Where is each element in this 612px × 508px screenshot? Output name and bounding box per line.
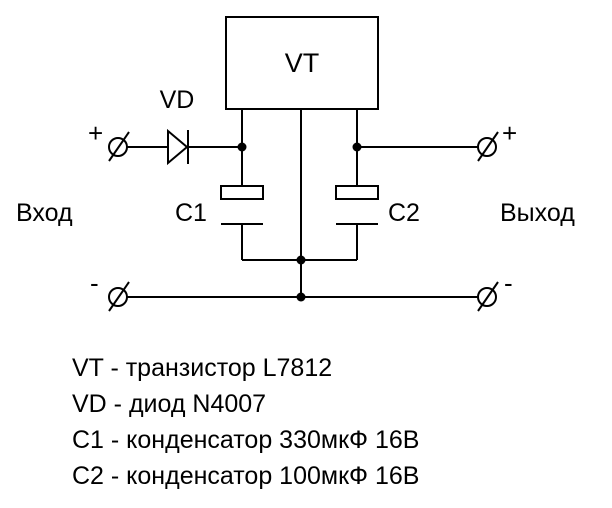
terminal-input-plus <box>108 131 130 162</box>
component-legend: VT - транзистор L7812 VD - диод N4007 C1… <box>72 350 419 494</box>
capacitor-c2 <box>335 185 379 200</box>
capacitor-c1-label: C1 <box>175 199 207 227</box>
legend-item-vt: VT - транзистор L7812 <box>72 354 333 382</box>
terminal-output-minus <box>477 281 499 312</box>
regulator-label: VT <box>285 48 320 78</box>
capacitor-c1 <box>220 185 264 200</box>
input-label: Вход <box>16 199 73 227</box>
junction-input <box>237 142 247 152</box>
legend-item-c1: C1 - конденсатор 330мкФ 16В <box>72 426 420 454</box>
capacitor-c2-label: C2 <box>388 199 420 227</box>
junction-cap-ground <box>296 255 306 265</box>
output-plus-sign: + <box>502 118 517 148</box>
terminal-input-minus <box>108 281 130 312</box>
output-label: Выход <box>500 199 575 227</box>
legend-item-vd: VD - диод N4007 <box>72 390 267 418</box>
junction-ground <box>296 292 306 302</box>
output-minus-sign: - <box>504 268 513 298</box>
diode-symbol <box>167 128 189 166</box>
input-plus-sign: + <box>88 118 103 148</box>
legend-item-c2: C2 - конденсатор 100мкФ 16В <box>72 462 420 490</box>
input-minus-sign: - <box>90 268 99 298</box>
terminal-output-plus <box>477 131 499 162</box>
diode-label: VD <box>160 86 195 114</box>
